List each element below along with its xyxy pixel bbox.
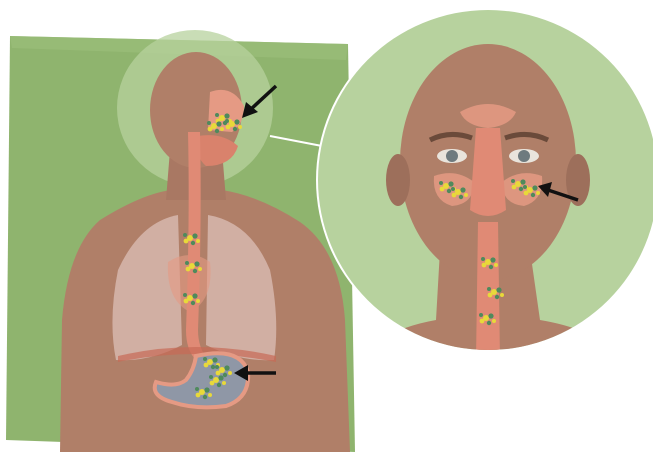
nasal-passage — [470, 128, 506, 216]
face-zoom — [316, 8, 653, 360]
torso — [60, 190, 350, 452]
body-panel — [6, 30, 355, 452]
